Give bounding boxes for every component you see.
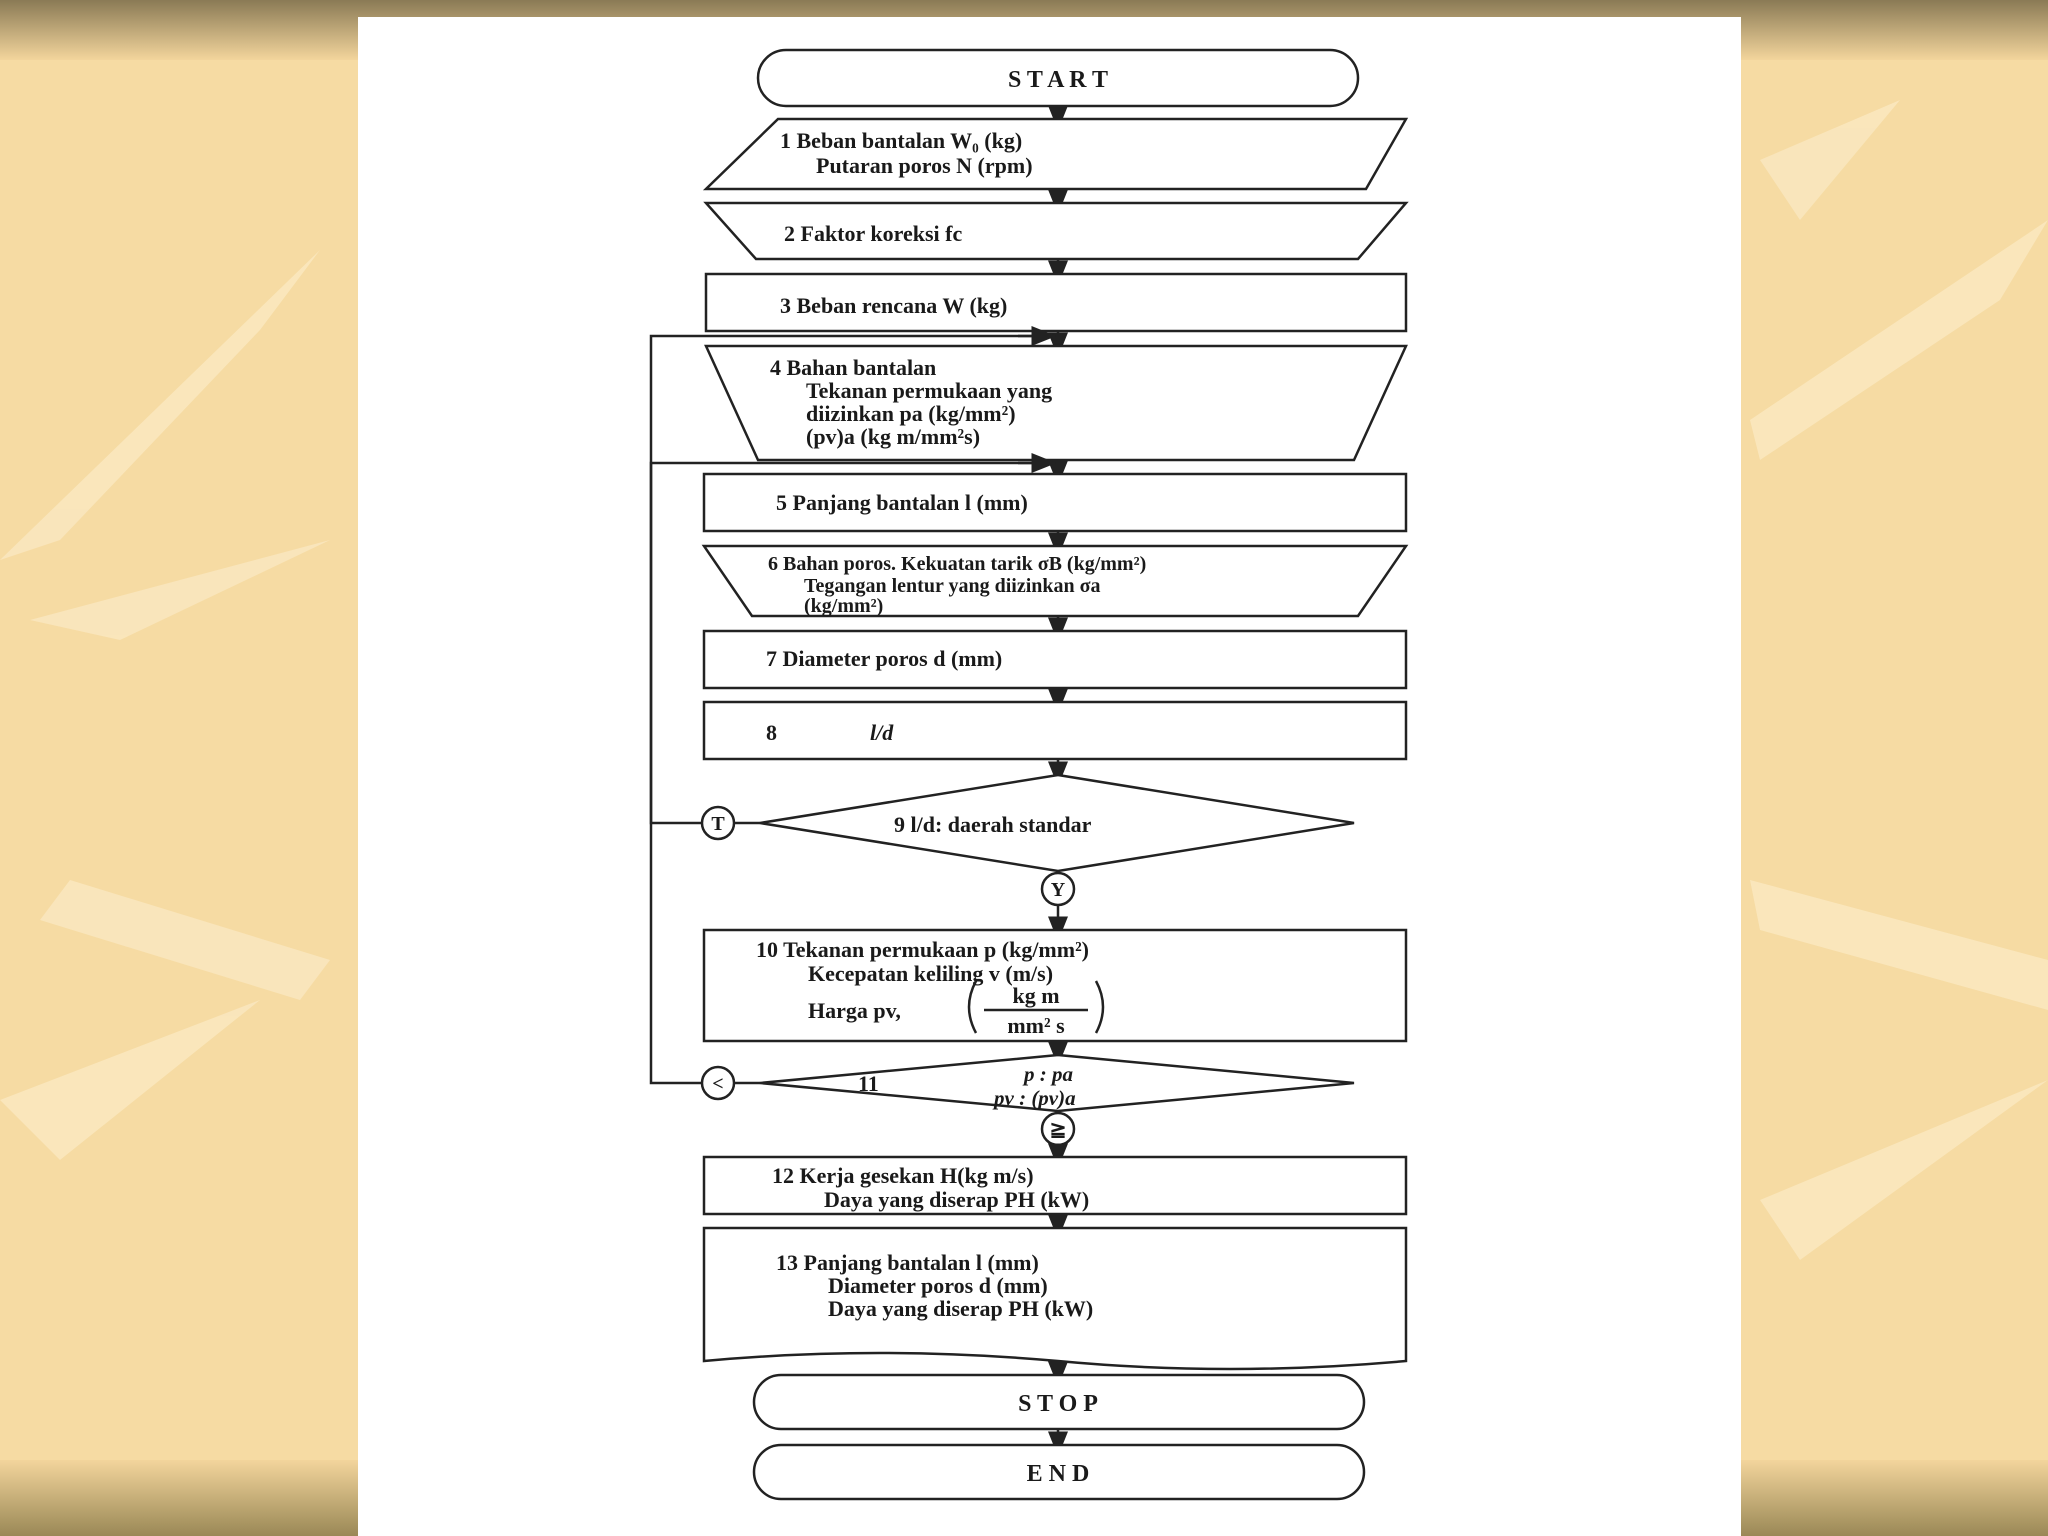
step-4-line-4: (pv)a (kg m/mm²s): [806, 424, 980, 449]
step-4-line-1: 4 Bahan bantalan: [770, 355, 936, 380]
step-4-line-2: Tekanan permukaan yang: [806, 378, 1052, 403]
step-5-label: 5 Panjang bantalan l (mm): [776, 490, 1028, 515]
step-4-material: 4 Bahan bantalan Tekanan permukaan yang …: [704, 344, 1408, 462]
step-9-decision: 9 l/d: daerah standar: [759, 773, 1355, 873]
step-9-yes-connector: Y: [1040, 871, 1076, 907]
step-11-lt-connector: <: [700, 1065, 736, 1101]
step-11-decision: 11 p : pa pv : (pv)a: [759, 1053, 1355, 1113]
step-13-output-document: 13 Panjang bantalan l (mm) Diameter poro…: [702, 1226, 1408, 1371]
step-9-no-connector: T: [700, 805, 736, 841]
step-6-line-2: Tegangan lentur yang diizinkan σa: [804, 575, 1101, 597]
step-9-no-label: T: [711, 813, 725, 835]
step-10-line-3: Harga pv,: [808, 998, 901, 1023]
step-5-process: 5 Panjang bantalan l (mm): [702, 472, 1408, 533]
step-6-shaft-material: 6 Bahan poros. Kekuatan tarik σB (kg/mm²…: [701, 544, 1409, 618]
step-1-line-2: Putaran poros N (rpm): [816, 153, 1033, 178]
step-10-line-2: Kecepatan keliling v (m/s): [808, 961, 1053, 986]
step-11-ge-label: ≧: [1050, 1119, 1067, 1141]
step-6-line-3: (kg/mm²): [804, 595, 883, 617]
step-8-label: l/d: [870, 720, 894, 745]
step-12-line-2: Daya yang diserap PH (kW): [824, 1187, 1089, 1212]
step-11-ge-connector: ≧: [1040, 1111, 1076, 1147]
step-13-line-1: 13 Panjang bantalan l (mm): [776, 1250, 1039, 1275]
leaf-decoration: [0, 100, 2048, 1260]
step-8-number: 8: [766, 720, 777, 745]
diagram-page: S T A R T 1 Beban bantalan W₀ (kg) Putar…: [358, 17, 1741, 1536]
step-2-label: 2 Faktor koreksi fc: [784, 221, 962, 246]
step-12-line-1: 12 Kerja gesekan H(kg m/s): [772, 1163, 1034, 1188]
start-label: S T A R T: [1008, 67, 1108, 93]
stop-terminal: S T O P: [752, 1373, 1366, 1431]
step-10-unit-bottom: mm² s: [1007, 1013, 1065, 1038]
step-11-number: 11: [858, 1071, 879, 1096]
step-3-label: 3 Beban rencana W (kg): [780, 293, 1007, 318]
flowchart: S T A R T 1 Beban bantalan W₀ (kg) Putar…: [649, 48, 1409, 1501]
end-terminal: E N D: [752, 1443, 1366, 1501]
end-label: E N D: [1027, 1461, 1090, 1487]
stop-label: S T O P: [1018, 1391, 1098, 1417]
step-6-line-1: 6 Bahan poros. Kekuatan tarik σB (kg/mm²…: [768, 553, 1146, 575]
step-1-input: 1 Beban bantalan W₀ (kg) Putaran poros N…: [702, 117, 1409, 191]
step-12-process: 12 Kerja gesekan H(kg m/s) Daya yang dis…: [702, 1155, 1408, 1216]
step-9-yes-label: Y: [1051, 879, 1066, 901]
step-11-lt-label: <: [712, 1073, 723, 1095]
step-10-process: 10 Tekanan permukaan p (kg/mm²) Kecepata…: [702, 928, 1408, 1043]
step-11-line-1: p : pa: [1022, 1062, 1073, 1086]
step-11-line-2: pv : (pv)a: [992, 1086, 1076, 1110]
step-13-line-3: Daya yang diserap PH (kW): [828, 1296, 1093, 1321]
step-10-line-1: 10 Tekanan permukaan p (kg/mm²): [756, 937, 1089, 962]
step-1-line-1: 1 Beban bantalan W₀ (kg): [780, 128, 1022, 153]
step-9-label: 9 l/d: daerah standar: [894, 812, 1092, 837]
step-2-factor: 2 Faktor koreksi fc: [703, 201, 1409, 261]
step-7-process: 7 Diameter poros d (mm): [702, 629, 1408, 690]
step-3-process: 3 Beban rencana W (kg): [704, 272, 1408, 333]
step-8-process: 8 l/d: [702, 700, 1408, 761]
step-7-label: 7 Diameter poros d (mm): [766, 646, 1002, 671]
step-4-line-3: diizinkan pa (kg/mm²): [806, 401, 1016, 426]
step-10-unit-top: kg m: [1012, 983, 1059, 1008]
step-13-line-2: Diameter poros d (mm): [828, 1273, 1048, 1298]
start-terminal: S T A R T: [756, 48, 1360, 108]
